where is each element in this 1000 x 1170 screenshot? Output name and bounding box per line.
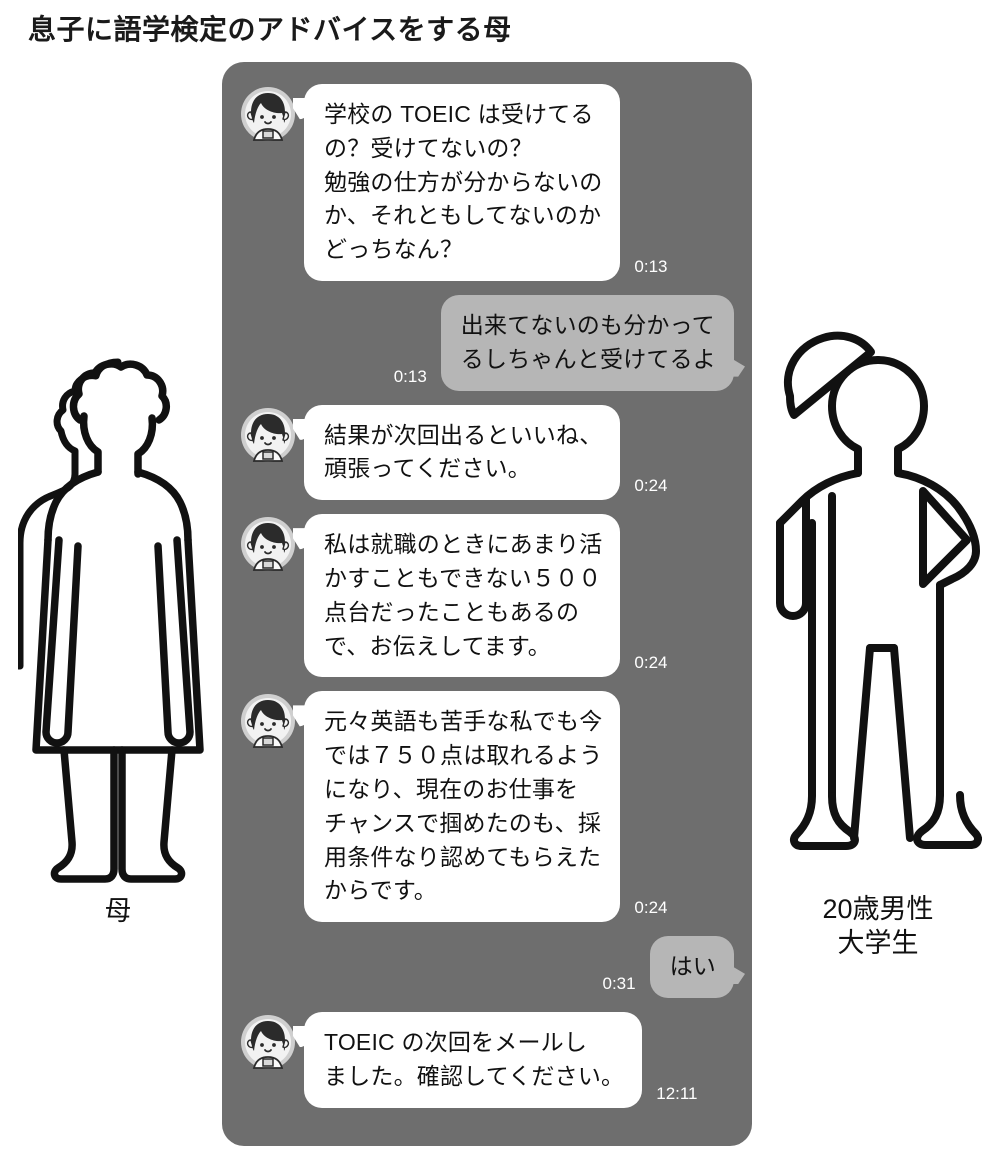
bubble-wrap: 私は就職のときにあまり活 かすこともできない５００ 点台だったこともあるの で、… (304, 514, 668, 678)
message-bubble[interactable]: 結果が次回出るといいね、 頑張ってください。 (304, 404, 621, 501)
message-timestamp: 0:31 (602, 973, 636, 993)
message-row: TOEIC の次回をメールし ました。確認してください。 12:11 (240, 1011, 734, 1108)
bubble-wrap: 結果が次回出るといいね、 頑張ってください。 0:24 (304, 404, 668, 501)
female-avatar-icon (240, 516, 296, 572)
bubble-wrap: 0:13 出来てないのも分かって るしちゃんと受けてるよ (393, 294, 734, 391)
man-outline-figure-tipping-cap (760, 318, 996, 893)
message-row: 0:31 はい (240, 936, 734, 998)
bubble-wrap: 学校の TOEIC は受けてる の？受けてないの？ 勉強の仕方が分からないの か… (304, 84, 668, 281)
bubble-wrap: TOEIC の次回をメールし ました。確認してください。 12:11 (304, 1011, 698, 1108)
message-timestamp: 12:11 (656, 1083, 698, 1103)
message-row: 元々英語も苦手な私でも今 では７５０点は取れるよう になり、現在のお仕事を チャ… (240, 691, 734, 923)
message-bubble[interactable]: 出来てないのも分かって るしちゃんと受けてるよ (440, 294, 734, 391)
female-avatar-icon (240, 407, 296, 463)
message-timestamp: 0:13 (634, 256, 668, 276)
mother-label: 母 (104, 896, 132, 926)
message-row: 私は就職のときにあまり活 かすこともできない５００ 点台だったこともあるの で、… (240, 514, 734, 678)
message-timestamp: 0:24 (634, 476, 668, 496)
woman-outline-figure (18, 348, 218, 893)
message-timestamp: 0:24 (634, 898, 668, 918)
page-title: 息子に語学検定のアドバイスをする母 (28, 14, 512, 45)
message-bubble[interactable]: はい (649, 936, 734, 998)
female-avatar-icon (240, 1014, 296, 1070)
son-label: 20歳男性 大学生 (822, 894, 934, 958)
message-row: 0:13 出来てないのも分かって るしちゃんと受けてるよ (240, 294, 734, 391)
chat-panel: 学校の TOEIC は受けてる の？受けてないの？ 勉強の仕方が分からないの か… (222, 62, 752, 1146)
message-row: 学校の TOEIC は受けてる の？受けてないの？ 勉強の仕方が分からないの か… (240, 84, 734, 281)
female-avatar-icon (240, 693, 296, 749)
message-bubble[interactable]: 元々英語も苦手な私でも今 では７５０点は取れるよう になり、現在のお仕事を チャ… (304, 691, 621, 923)
message-bubble[interactable]: TOEIC の次回をメールし ました。確認してください。 (304, 1011, 643, 1108)
bubble-wrap: 0:31 はい (602, 936, 734, 998)
message-row: 結果が次回出るといいね、 頑張ってください。 0:24 (240, 404, 734, 501)
bubble-wrap: 元々英語も苦手な私でも今 では７５０点は取れるよう になり、現在のお仕事を チャ… (304, 691, 668, 923)
message-bubble[interactable]: 学校の TOEIC は受けてる の？受けてないの？ 勉強の仕方が分からないの か… (304, 84, 621, 281)
message-bubble[interactable]: 私は就職のときにあまり活 かすこともできない５００ 点台だったこともあるの で、… (304, 514, 621, 678)
message-timestamp: 0:24 (634, 653, 668, 673)
message-timestamp: 0:13 (393, 366, 427, 386)
female-avatar-icon (240, 86, 296, 142)
